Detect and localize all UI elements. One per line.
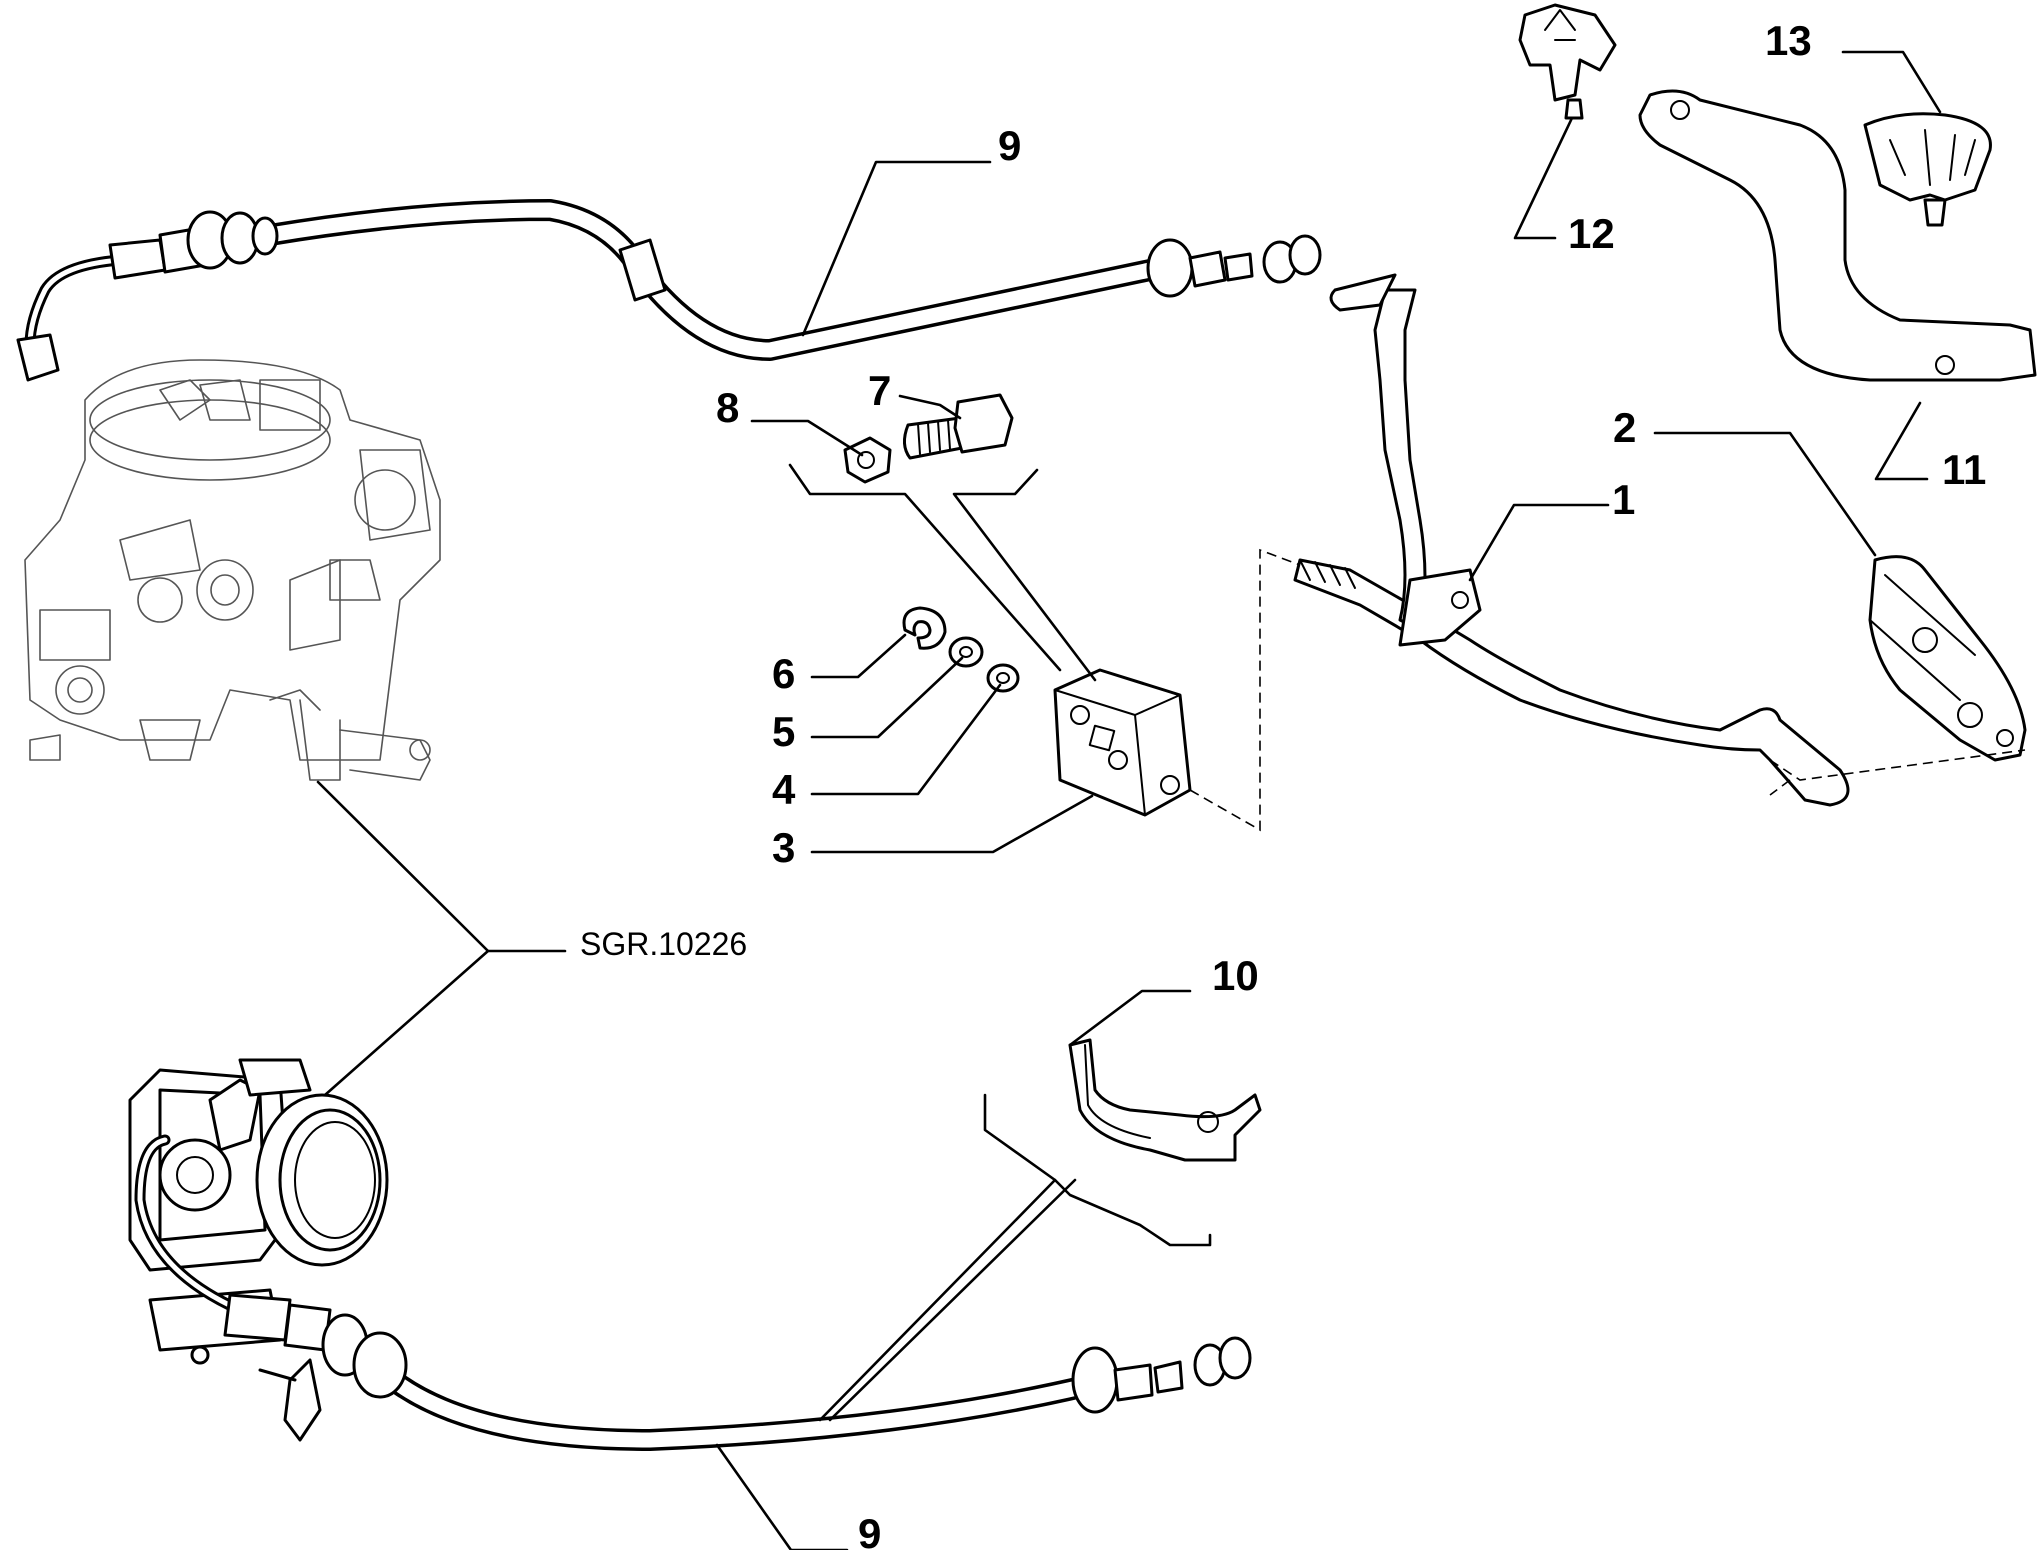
- carburetor-assembly: [24, 359, 441, 781]
- callout-9-bottom: 9: [858, 1510, 881, 1550]
- callout-11: 11: [1942, 446, 1986, 493]
- callout-9-top: 9: [998, 122, 1021, 169]
- support-bracket: [1638, 89, 2037, 382]
- plastic-clip-13: [1863, 112, 1992, 227]
- callout-5: 5: [772, 708, 795, 755]
- callout-1: 1: [1612, 476, 1635, 523]
- callout-6: 6: [772, 650, 795, 697]
- washer-large: [948, 636, 984, 668]
- callout-2: 2: [1613, 404, 1636, 451]
- callout-labels: 1 2 3 4 5 6 7 8 9 9 10 11 12 13 SGR.1022…: [580, 17, 1986, 1550]
- plastic-clip-12: [1518, 3, 1617, 120]
- callout-12: 12: [1568, 210, 1615, 257]
- retaining-clip: [902, 606, 947, 650]
- nut: [843, 436, 892, 484]
- reference-code: SGR.10226: [580, 926, 747, 962]
- accelerator-pedal-arm: [1293, 273, 1850, 807]
- callout-4: 4: [772, 766, 796, 813]
- leader-lines: [316, 50, 2026, 1550]
- accelerator-cable-top: [16, 199, 1322, 382]
- pedal-bracket-block: [1053, 668, 1192, 817]
- callout-3: 3: [772, 824, 795, 871]
- callout-7: 7: [868, 367, 891, 414]
- callout-13: 13: [1765, 17, 1812, 64]
- throttle-body: [128, 1058, 389, 1442]
- accelerator-cable-bottom: [134, 1134, 1252, 1451]
- bolt: [903, 393, 1014, 460]
- pedal-pad: [1868, 555, 2027, 762]
- spring-clip-10: [1068, 1038, 1262, 1162]
- callout-8: 8: [716, 384, 739, 431]
- callout-10: 10: [1212, 952, 1259, 999]
- washer-small: [986, 663, 1020, 693]
